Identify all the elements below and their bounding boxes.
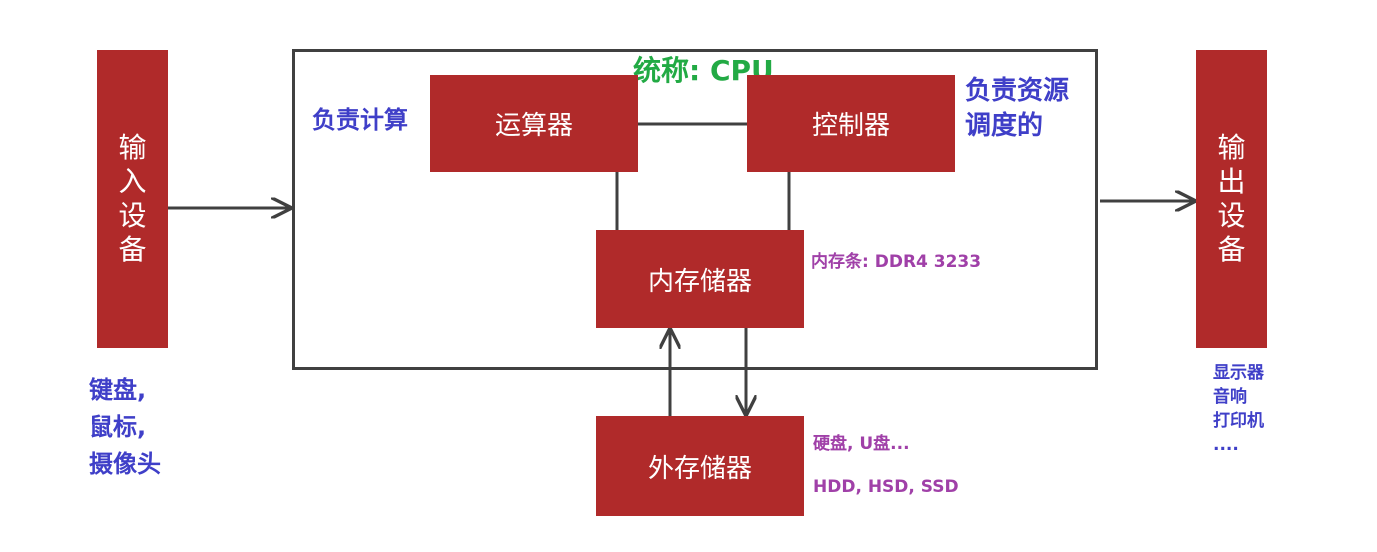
input-example: 键盘, xyxy=(89,376,147,404)
input-device-char: 设 xyxy=(118,199,147,232)
output-example: 打印机 xyxy=(1213,411,1264,431)
input-examples: 键盘, 鼠标, 摄像头 xyxy=(89,372,161,483)
control-note: 负责资源 调度的 xyxy=(965,74,1069,144)
storage-label: 外存储器 xyxy=(647,453,752,484)
output-device-char: 输 xyxy=(1217,131,1246,164)
input-device-char: 输 xyxy=(118,131,147,164)
alu-box: 运算器 xyxy=(430,75,638,172)
control-note-line: 负责资源 xyxy=(965,76,1070,106)
output-example: .... xyxy=(1213,435,1239,455)
storage-box: 外存储器 xyxy=(596,416,804,516)
output-example: 音响 xyxy=(1213,387,1247,407)
memory-label: 内存储器 xyxy=(647,266,752,297)
input-device-char: 入 xyxy=(118,165,147,198)
output-device-char: 设 xyxy=(1217,199,1246,232)
alu-note: 负责计算 xyxy=(312,106,408,134)
storage-note-media: 硬盘, U盘... xyxy=(813,434,910,454)
storage-note-types: HDD, HSD, SSD xyxy=(813,477,959,497)
input-example: 摄像头 xyxy=(89,450,161,478)
input-device-box: 输 入 设 备 xyxy=(97,50,168,348)
input-device-char: 备 xyxy=(118,233,147,266)
alu-label: 运算器 xyxy=(494,111,573,141)
output-device-char: 出 xyxy=(1217,165,1246,198)
control-unit-box: 控制器 xyxy=(747,75,955,172)
output-device-char: 备 xyxy=(1217,233,1246,266)
memory-note: 内存条: DDR4 3233 xyxy=(811,252,982,272)
output-example: 显示器 xyxy=(1213,363,1264,383)
output-device-box: 输 出 设 备 xyxy=(1196,50,1267,348)
output-examples: 显示器 音响 打印机 .... xyxy=(1213,361,1264,457)
cpu-frame xyxy=(292,49,1098,370)
memory-box: 内存储器 xyxy=(596,230,804,328)
input-example: 鼠标, xyxy=(89,413,147,441)
control-unit-label: 控制器 xyxy=(811,111,890,141)
control-note-line: 调度的 xyxy=(965,111,1044,141)
